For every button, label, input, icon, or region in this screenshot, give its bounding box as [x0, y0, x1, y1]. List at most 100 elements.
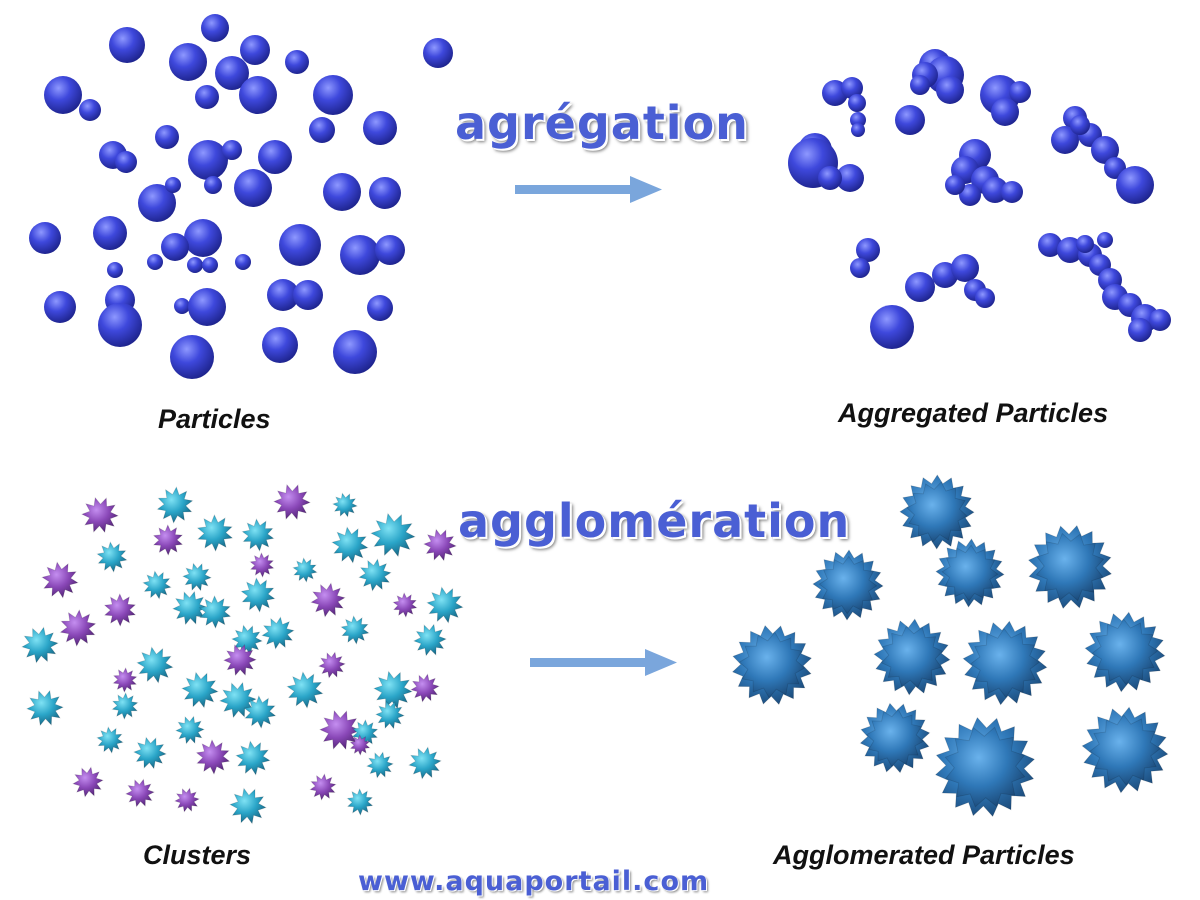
particle: [109, 27, 145, 63]
agglomerate-core: [1035, 532, 1105, 602]
cluster: [223, 643, 257, 677]
cluster: [346, 787, 374, 817]
particle: [188, 288, 226, 326]
clusters: [21, 483, 464, 825]
aggregated-particle: [951, 254, 979, 282]
cluster: [59, 608, 97, 648]
aggregated-particle: [1149, 309, 1171, 331]
aggregated-particle: [850, 258, 870, 278]
particle: [107, 262, 123, 278]
cluster: [195, 738, 231, 776]
particle: [285, 50, 309, 74]
particle: [363, 111, 397, 145]
free-particles: [29, 14, 453, 379]
aggregated-particle: [936, 76, 964, 104]
cluster: [174, 715, 206, 745]
cluster: [25, 689, 65, 727]
particle: [169, 43, 207, 81]
cluster: [249, 551, 275, 579]
particles-label: Particles: [158, 404, 271, 434]
aggregated-particle: [895, 105, 925, 135]
aggregation-title: agrégation: [455, 96, 749, 150]
cluster: [426, 586, 464, 624]
particle: [279, 224, 321, 266]
particle: [323, 173, 361, 211]
agglomerate-core: [880, 625, 944, 689]
particle: [313, 75, 353, 115]
agglomerate-core: [865, 708, 925, 768]
cluster: [422, 528, 458, 562]
particle: [187, 257, 203, 273]
particle: [423, 38, 453, 68]
aggregated-particles: [788, 49, 1171, 349]
aggregated-particle: [841, 77, 863, 99]
cluster: [340, 615, 370, 645]
aggregated-particle: [905, 272, 935, 302]
cluster: [103, 593, 137, 627]
particle: [188, 140, 228, 180]
clusters-label: Clusters: [143, 840, 252, 870]
cluster: [229, 787, 267, 825]
agglomerate-core: [969, 627, 1041, 699]
agglomeration-arrow: [530, 649, 677, 676]
aggregation-arrow: [515, 176, 662, 203]
particle: [170, 335, 214, 379]
cluster: [286, 671, 324, 709]
cluster: [181, 562, 213, 592]
aggregated-particles-label: Aggregated Particles: [838, 398, 1109, 428]
aggregated-particle: [959, 184, 981, 206]
cluster: [365, 751, 395, 779]
particle: [98, 303, 142, 347]
aggregated-particle: [1001, 181, 1023, 203]
cluster: [96, 726, 124, 754]
cluster: [96, 541, 128, 573]
cluster: [198, 594, 232, 630]
cluster: [292, 557, 318, 583]
particle: [115, 151, 137, 173]
agglomeration-title: agglomération: [458, 494, 851, 548]
cluster: [132, 736, 168, 770]
cluster: [408, 746, 442, 780]
cluster: [410, 673, 440, 703]
particle: [340, 235, 380, 275]
agglomerate-core: [1091, 618, 1159, 686]
agglomerate-core: [818, 555, 878, 615]
cluster: [235, 740, 271, 776]
particle: [44, 76, 82, 114]
agglomerate-core: [738, 631, 806, 699]
agglomerated-particles-label: Agglomerated Particles: [773, 840, 1075, 870]
aggregated-particle: [982, 177, 1008, 203]
particle: [79, 99, 101, 121]
agglomerate-core: [944, 726, 1026, 808]
cluster: [241, 518, 275, 552]
aggregated-particle: [848, 94, 866, 112]
particle: [165, 177, 181, 193]
particle: [93, 216, 127, 250]
cluster: [173, 787, 201, 813]
cluster: [21, 626, 59, 664]
cluster: [142, 570, 172, 600]
particle: [147, 254, 163, 270]
cluster: [373, 670, 413, 710]
cluster: [240, 577, 276, 613]
aggregated-particle: [836, 164, 864, 192]
aggregated-particle: [975, 288, 995, 308]
aggregated-particle: [1009, 81, 1031, 103]
particle: [201, 14, 229, 42]
cluster: [41, 561, 79, 599]
cluster: [156, 486, 194, 524]
particle: [222, 140, 242, 160]
aggregated-particle: [945, 175, 965, 195]
cluster: [374, 700, 406, 730]
particle: [262, 327, 298, 363]
watermark-url: www.aquaportail.com: [358, 866, 710, 897]
cluster: [349, 733, 371, 757]
particle: [174, 298, 190, 314]
particle: [29, 222, 61, 254]
cluster: [181, 671, 219, 709]
cluster: [412, 623, 448, 657]
particle: [309, 117, 335, 143]
agglomerate-core: [906, 481, 968, 543]
cluster: [261, 616, 295, 650]
cluster: [309, 773, 337, 801]
